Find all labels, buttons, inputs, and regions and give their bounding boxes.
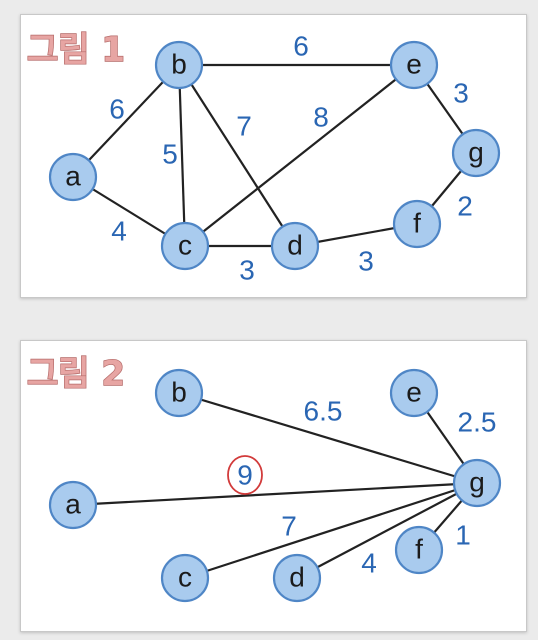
weight-b-g: 6.5 bbox=[304, 396, 343, 427]
edge-b-c bbox=[177, 64, 187, 247]
node-label-e: e bbox=[406, 377, 422, 408]
figure1-title: 그림 1 bbox=[27, 30, 125, 70]
node-label-b: b bbox=[171, 377, 187, 408]
weight-d-f: 3 bbox=[358, 246, 374, 277]
node-c: c bbox=[160, 553, 210, 603]
node-a: a bbox=[48, 480, 98, 530]
figure2-title: 그림 2 bbox=[27, 354, 125, 394]
edge-b-d bbox=[178, 64, 296, 247]
edge-d-g bbox=[296, 482, 478, 579]
node-f: f bbox=[394, 525, 444, 575]
node-e: e bbox=[389, 368, 439, 418]
node-label-g: g bbox=[469, 467, 485, 498]
weight-a-g: 9 bbox=[237, 460, 253, 491]
node-label-a: a bbox=[65, 161, 81, 192]
weight-c-d: 3 bbox=[239, 255, 255, 286]
node-label-a: a bbox=[65, 489, 81, 520]
figure2-panel: 그림 2 6.5 2.5 9 7 4 1 a b c d bbox=[20, 340, 527, 632]
edge-a-g bbox=[72, 481, 478, 507]
node-g: g bbox=[452, 458, 502, 508]
weight-a-c: 4 bbox=[111, 216, 127, 247]
weight-d-g: 4 bbox=[361, 548, 377, 579]
weight-e-g: 2.5 bbox=[458, 407, 497, 438]
node-label-e: e bbox=[406, 49, 422, 80]
weight-b-d: 7 bbox=[236, 111, 252, 142]
node-g: g bbox=[451, 128, 501, 178]
highlight-circle bbox=[227, 455, 263, 495]
node-label-d: d bbox=[287, 230, 303, 261]
weight-b-e: 6 bbox=[293, 31, 309, 62]
node-a: a bbox=[48, 152, 98, 202]
node-label-f: f bbox=[413, 208, 421, 239]
figure1-panel: 그림 1 6 4 5 7 6 8 3 3 2 3 a b bbox=[20, 14, 527, 298]
node-label-d: d bbox=[289, 562, 305, 593]
weight-f-g: 2 bbox=[457, 191, 473, 222]
node-b: b bbox=[154, 40, 204, 90]
node-f: f bbox=[392, 199, 442, 249]
figure1-graph: 그림 1 6 4 5 7 6 8 3 3 2 3 a b bbox=[26, 29, 501, 286]
node-c: c bbox=[160, 221, 210, 271]
edge-b-g bbox=[178, 391, 478, 485]
node-label-b: b bbox=[171, 49, 187, 80]
weight-c-e: 8 bbox=[313, 102, 329, 133]
edge-c-g bbox=[184, 481, 478, 580]
weight-c-g: 7 bbox=[281, 511, 297, 542]
weight-e-g: 3 bbox=[453, 78, 469, 109]
node-d: d bbox=[272, 553, 322, 603]
edge-a-b bbox=[72, 64, 180, 178]
node-label-c: c bbox=[178, 562, 192, 593]
node-label-g: g bbox=[468, 137, 484, 168]
weight-b-c: 5 bbox=[162, 139, 178, 170]
node-label-f: f bbox=[415, 534, 423, 565]
figure2-graph: 그림 2 6.5 2.5 9 7 4 1 a b c d bbox=[26, 353, 502, 603]
weight-f-g: 1 bbox=[455, 520, 471, 551]
weight-a-b: 6 bbox=[109, 94, 125, 125]
node-b: b bbox=[154, 368, 204, 418]
node-d: d bbox=[270, 221, 320, 271]
edge-c-e bbox=[184, 64, 415, 247]
node-label-c: c bbox=[178, 230, 192, 261]
node-e: e bbox=[389, 40, 439, 90]
